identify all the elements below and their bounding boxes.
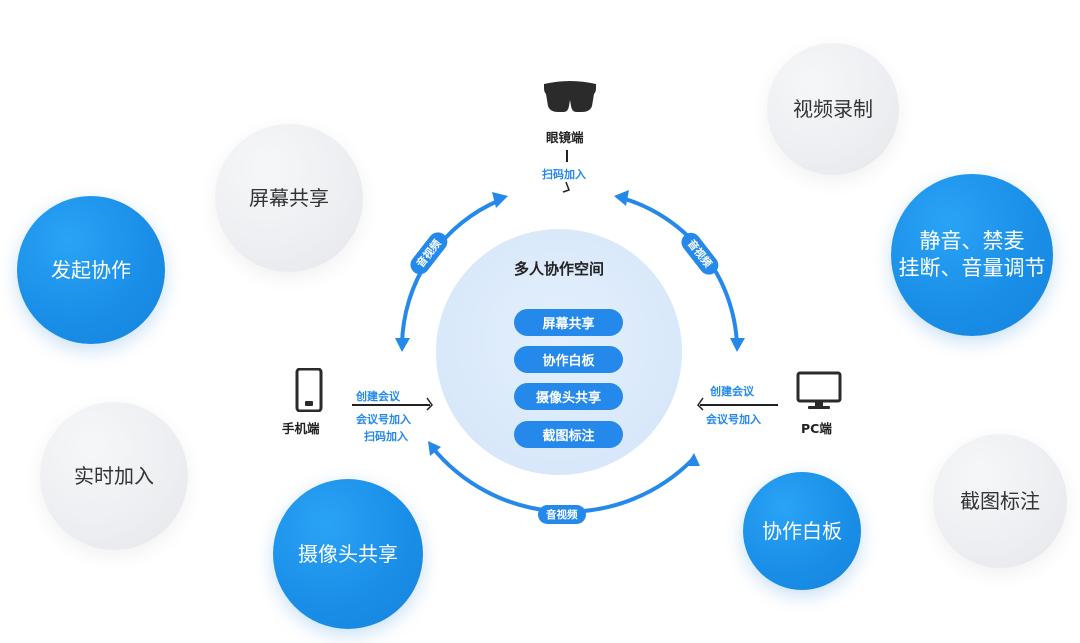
feature-pill-camera-share: 摄像头共享 bbox=[514, 383, 623, 410]
bubble-whiteboard-label: 协作白板 bbox=[762, 519, 842, 543]
arrow-top-left-end bbox=[492, 192, 508, 208]
collab-space-title: 多人协作空间 bbox=[513, 260, 604, 278]
bubble-camera-share-label: 摄像头共享 bbox=[298, 542, 398, 566]
bubble-video-record-label: 视频录制 bbox=[793, 97, 873, 121]
feature-pill-screenshot-annotate: 截图标注 bbox=[514, 421, 623, 448]
glasses-label: 眼镜端 bbox=[546, 130, 584, 145]
bubble-start-collab: 发起协作 bbox=[17, 196, 165, 344]
bubble-realtime-join-label: 实时加入 bbox=[74, 464, 154, 488]
arrow-top-right-end bbox=[730, 338, 745, 352]
bubble-mute-controls-label: 静音、禁麦 挂断、音量调节 bbox=[898, 228, 1046, 280]
phone-label: 手机端 bbox=[282, 421, 320, 436]
pc-create-meeting: 创建会议 bbox=[710, 385, 754, 398]
bubble-whiteboard: 协作白板 bbox=[743, 472, 861, 590]
monitor-icon bbox=[796, 371, 842, 409]
glasses-join-scan: 扫码加入 bbox=[542, 168, 586, 181]
feature-pill-screen-share: 屏幕共享 bbox=[514, 309, 623, 336]
arc-top-right bbox=[620, 196, 739, 347]
arc-tag-bottom: 音视频 bbox=[538, 505, 586, 524]
pc-join-number: 会议号加入 bbox=[706, 413, 761, 426]
bubble-screen-share-label: 屏幕共享 bbox=[249, 186, 329, 210]
pc-connector-tick bbox=[697, 397, 704, 411]
bubble-realtime-join: 实时加入 bbox=[40, 402, 188, 550]
phone-join-number: 会议号加入 bbox=[356, 413, 411, 426]
glasses-icon bbox=[544, 81, 596, 112]
arrow-bottom-right bbox=[686, 453, 700, 466]
arrow-bottom-left bbox=[428, 441, 441, 456]
phone-join-scan: 扫码加入 bbox=[364, 430, 408, 443]
arrow-top-right-start bbox=[614, 190, 629, 206]
bubble-screenshot-annotate-label: 截图标注 bbox=[960, 489, 1040, 513]
phone-connector-tick bbox=[426, 397, 433, 411]
bubble-mute-controls: 静音、禁麦 挂断、音量调节 bbox=[891, 174, 1053, 336]
phone-icon bbox=[295, 368, 323, 412]
bubble-screenshot-annotate: 截图标注 bbox=[933, 434, 1067, 568]
phone-create-meeting: 创建会议 bbox=[356, 390, 400, 403]
bubble-video-record: 视频录制 bbox=[767, 43, 899, 175]
bubble-start-collab-label: 发起协作 bbox=[51, 258, 131, 282]
arrow-top-left-start bbox=[395, 338, 410, 352]
arc-bottom bbox=[430, 445, 694, 514]
feature-pill-whiteboard: 协作白板 bbox=[514, 346, 623, 373]
pc-label: PC端 bbox=[801, 421, 832, 436]
glasses-connector-tick bbox=[562, 181, 570, 193]
bubble-camera-share: 摄像头共享 bbox=[273, 479, 423, 629]
bubble-screen-share: 屏幕共享 bbox=[215, 124, 363, 272]
